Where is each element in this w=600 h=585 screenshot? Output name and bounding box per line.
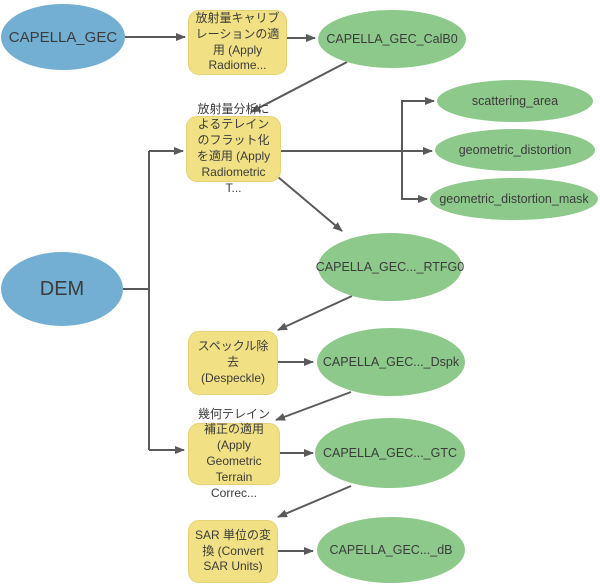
node-capella-gec-rtfg0-label: CAPELLA_GEC..._RTFG0 [315, 260, 465, 274]
node-scattering-area-label: scattering_area [471, 94, 559, 108]
node-dem-label: DEM [39, 277, 85, 300]
edge-flattening-to-rtfg0 [277, 176, 343, 232]
node-apply-geometric-terrain-correction-label: 幾何テレイン補正の適用 (Apply Geometric Terrain Cor… [197, 406, 270, 500]
edge-gtc-to-convert-sar [277, 485, 352, 518]
node-capella-gec-calb0[interactable]: CAPELLA_GEC_CalB0 [318, 10, 466, 68]
node-apply-radiometric-calibration[interactable]: 放射量キャリブレーションの適用 (Apply Radiome... [188, 10, 287, 75]
edge-to-scattering-area [401, 97, 435, 151]
node-convert-sar-units-label: SAR 単位の変換 (Convert SAR Units) [194, 527, 271, 574]
edge-calb0-to-terrain-flattening [250, 61, 348, 113]
node-apply-geometric-terrain-correction[interactable]: 幾何テレイン補正の適用 (Apply Geometric Terrain Cor… [188, 407, 280, 500]
node-apply-radiometric-terrain-flattening[interactable]: 放射量分析によるテレインのフラット化を適用 (Apply Radiometric… [186, 102, 281, 195]
node-convert-sar-units[interactable]: SAR 単位の変換 (Convert SAR Units) [188, 520, 278, 583]
node-capella-gec-dspk-label: CAPELLA_GEC..._Dspk [322, 355, 460, 369]
node-capella-gec-label: CAPELLA_GEC [8, 28, 118, 46]
edge-to-geometric-distortion-mask [401, 151, 428, 203]
edge-rtfg0-to-despeckle [277, 295, 353, 331]
node-geometric-distortion-label: geometric_distortion [458, 143, 572, 157]
node-capella-gec[interactable]: CAPELLA_GEC [1, 4, 125, 70]
node-despeckle[interactable]: スペックル除去 (Despeckle) [188, 331, 278, 395]
node-scattering-area[interactable]: scattering_area [437, 80, 593, 122]
node-capella-gec-gtc[interactable]: CAPELLA_GEC..._GTC [315, 418, 465, 488]
node-geometric-distortion-mask-label: geometric_distortion_mask [439, 192, 589, 206]
node-geometric-distortion-mask[interactable]: geometric_distortion_mask [430, 178, 598, 220]
node-capella-gec-dspk[interactable]: CAPELLA_GEC..._Dspk [317, 328, 465, 396]
edge-dspk-to-terrain-correction [275, 391, 352, 421]
node-apply-radiometric-calibration-label: 放射量キャリブレーションの適用 (Apply Radiome... [195, 10, 280, 73]
edge-dem-trunk [123, 151, 150, 450]
node-capella-gec-gtc-label: CAPELLA_GEC..._GTC [322, 446, 458, 460]
node-capella-gec-db-label: CAPELLA_GEC..._dB [329, 543, 453, 557]
node-dem[interactable]: DEM [1, 252, 123, 326]
node-capella-gec-rtfg0[interactable]: CAPELLA_GEC..._RTFG0 [315, 233, 465, 301]
node-geometric-distortion[interactable]: geometric_distortion [435, 129, 595, 171]
node-capella-gec-db[interactable]: CAPELLA_GEC..._dB [317, 517, 465, 583]
node-capella-gec-calb0-label: CAPELLA_GEC_CalB0 [326, 32, 458, 46]
node-despeckle-label: スペックル除去 (Despeckle) [197, 339, 269, 385]
node-apply-radiometric-terrain-flattening-label: 放射量分析によるテレインのフラット化を適用 (Apply Radiometric… [196, 101, 271, 195]
